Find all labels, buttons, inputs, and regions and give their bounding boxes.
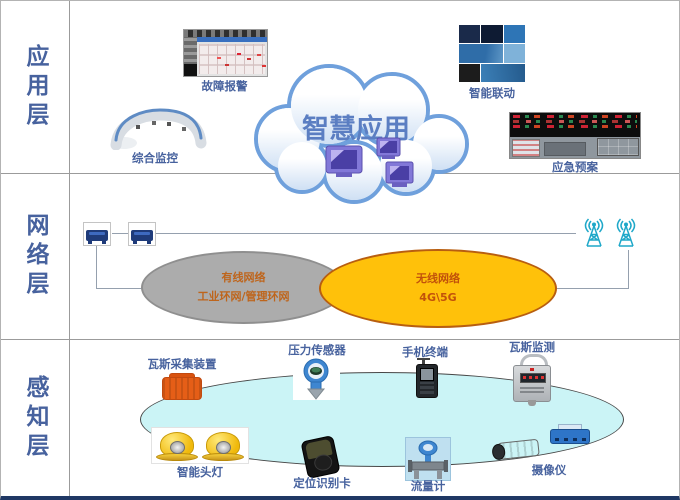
gas-monitor-probe: [528, 400, 536, 406]
collage-cell: [481, 25, 503, 44]
wired-network-ellipse: 有线网络 工业环网/管理环网: [141, 251, 346, 324]
flow-meter-caption: 流量计: [410, 479, 446, 493]
phone-terminal-caption: 手机终端: [402, 345, 448, 359]
gas-monitor-handle: [520, 354, 548, 372]
screenshot-alarm-marks: [237, 53, 241, 55]
screenshot-table: [197, 37, 267, 76]
smart-linkage-photo-collage: [459, 25, 525, 82]
switch-chassis: [86, 230, 108, 244]
gas-collector-body: [162, 377, 202, 400]
video-wall: [597, 138, 639, 156]
network-perception-divider: [1, 339, 679, 340]
gas-monitor-body: [513, 365, 551, 402]
network-switch-icon: [128, 222, 156, 246]
smart-headlamp-caption: 智能头灯: [177, 465, 223, 479]
perception-layer-label: 感知层: [1, 339, 69, 496]
pressure-sensor-caption: 压力传感器: [288, 343, 346, 357]
smart-application-cloud: 智慧应用: [234, 54, 476, 206]
emergency-plan-photo: [509, 112, 641, 159]
operator-desk: [544, 142, 586, 156]
phone-terminal-icon: [414, 358, 440, 398]
switch-drop-line: [96, 246, 97, 288]
phone-body: [416, 364, 438, 398]
flow-meter-icon: [405, 437, 451, 481]
wireless-network-title: 无线网络: [416, 271, 460, 285]
wireless-connect-line: [555, 288, 629, 289]
wired-connect-line: [96, 288, 146, 289]
switch-chassis: [131, 230, 153, 244]
location-card-caption: 定位识别卡: [293, 476, 351, 490]
gas-monitor-grille: [520, 385, 544, 393]
gas-monitor-caption: 瓦斯监测: [509, 340, 555, 354]
phone-screen: [420, 368, 434, 381]
smart-linkage-caption: 智能联动: [469, 86, 515, 100]
camera-chassis: [550, 429, 590, 444]
collage-cell: [481, 63, 525, 82]
antenna-drop-line: [628, 250, 629, 289]
control-room-console: [110, 108, 207, 151]
application-layer-label: 应用层: [1, 1, 69, 173]
wired-network-title: 有线网络: [221, 270, 266, 284]
smart-headlamp-icon: [151, 427, 249, 464]
backbone-link-line: [112, 233, 576, 234]
gas-monitor-led: [530, 368, 534, 371]
camera-icon: [491, 438, 540, 461]
helmet: [156, 432, 198, 461]
collage-cell: [459, 44, 503, 63]
cloud-shape: 智慧应用: [254, 64, 469, 204]
led-text-row: [513, 125, 637, 128]
gas-collector-caption: 瓦斯采集装置: [147, 357, 217, 371]
wireless-network-subtitle: 4G\5G: [419, 290, 457, 304]
fault-alarm-screenshot: [183, 29, 268, 77]
schedule-board: [512, 139, 540, 157]
collage-cell: [503, 25, 525, 44]
led-text-row: [513, 115, 637, 118]
network-layer-text: 网络层: [22, 212, 48, 300]
network-switch-icon: [83, 222, 111, 246]
headlamp-lens: [216, 441, 231, 454]
helmet: [202, 432, 244, 461]
mining-camera-icon: [550, 424, 590, 445]
network-layer-label: 网络层: [1, 173, 69, 339]
pressure-sensor-icon: [293, 357, 340, 400]
wireless-network-ellipse: 无线网络 4G\5G: [319, 249, 557, 328]
emergency-plan-caption: 应急预案: [552, 160, 598, 174]
camera-caption: 摄像仪: [531, 463, 567, 477]
computer-icons: [325, 137, 414, 187]
emergency-led-board: [510, 113, 640, 137]
collage-cell: [503, 44, 525, 63]
screenshot-sidebar: [184, 37, 197, 76]
perception-layer-text: 感知层: [22, 374, 48, 462]
gas-monitor-icon: [513, 354, 551, 406]
screenshot-toolbar: [184, 30, 267, 37]
layer-column-divider: [69, 1, 70, 496]
led-text-row: [513, 120, 637, 123]
screenshot-table-grid: [199, 44, 265, 74]
integrated-monitoring-caption: 综合监控: [132, 151, 178, 165]
integrated-monitoring-photo: [104, 105, 208, 151]
phone-keypad: [420, 382, 434, 394]
screenshot-table-header: [197, 37, 267, 42]
phone-antenna: [417, 358, 430, 365]
emergency-control-room: [510, 137, 640, 158]
application-layer-text: 应用层: [22, 43, 48, 131]
wired-network-subtitle: 工业环网/管理环网: [197, 289, 290, 303]
collage-cell: [459, 63, 481, 82]
gas-monitor-display: [520, 373, 546, 383]
collage-cell: [459, 25, 481, 44]
antenna-tower-icon: [581, 218, 607, 250]
fault-alarm-caption: 故障报警: [201, 79, 248, 93]
gas-collector-icon: [162, 373, 202, 400]
antenna-tower-icon: [613, 218, 639, 250]
headlamp-lens: [170, 441, 185, 454]
